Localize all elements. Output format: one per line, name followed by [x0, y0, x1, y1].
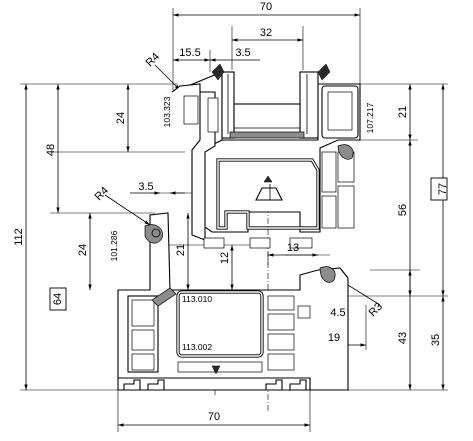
dim-radius-top: R4: [144, 51, 162, 69]
dim-left-offset: 15.5: [179, 47, 200, 59]
frame-profile: [117, 175, 349, 391]
dim-width-19: 19: [328, 332, 340, 344]
dim-right-top-height: 21: [397, 106, 409, 118]
part-code-labels: 103.323 107.217 101.286 113.010 113.002: [109, 96, 375, 352]
dim-small-35: 3.5: [138, 181, 153, 193]
dim-small-offset: 3.5: [235, 47, 250, 59]
dim-width-4-5: 4.5: [330, 307, 345, 319]
reference-box-77: 77: [430, 177, 449, 201]
dim-total-height: 112: [13, 228, 25, 246]
sash-profile: [171, 63, 361, 249]
dim-left-top-height: 24: [115, 112, 127, 124]
dim-left-24: 24: [77, 244, 89, 256]
code-top-right: 107.217: [365, 102, 375, 133]
reference-77-label: 77: [437, 183, 449, 195]
dim-width-13: 13: [287, 242, 299, 254]
dimension-labels: 70 32 15.5 3.5 R4 21 24 48 112 56 3.5 R4…: [13, 1, 442, 423]
code-left-mid: 101.286: [109, 230, 119, 261]
dim-radius-left: R4: [93, 185, 111, 203]
reference-64-label: 64: [52, 293, 64, 305]
dim-top-width: 70: [260, 1, 272, 13]
dim-bottom-width: 70: [208, 411, 220, 423]
code-steel-bottom: 113.002: [182, 342, 212, 352]
dim-height-35: 35: [430, 334, 442, 346]
dim-left-height-48: 48: [45, 144, 57, 156]
code-steel-top: 113.010: [182, 294, 212, 304]
reference-box-64: 64: [49, 287, 67, 311]
dim-inner-width: 32: [260, 27, 272, 39]
dim-height-43: 43: [397, 332, 409, 344]
code-top-left: 103.323: [162, 96, 172, 127]
dim-mid-12: 12: [219, 252, 231, 264]
dim-radius-right: R3: [367, 301, 385, 319]
dim-mid-21: 21: [175, 244, 187, 256]
dim-right-middle: 56: [397, 204, 409, 216]
